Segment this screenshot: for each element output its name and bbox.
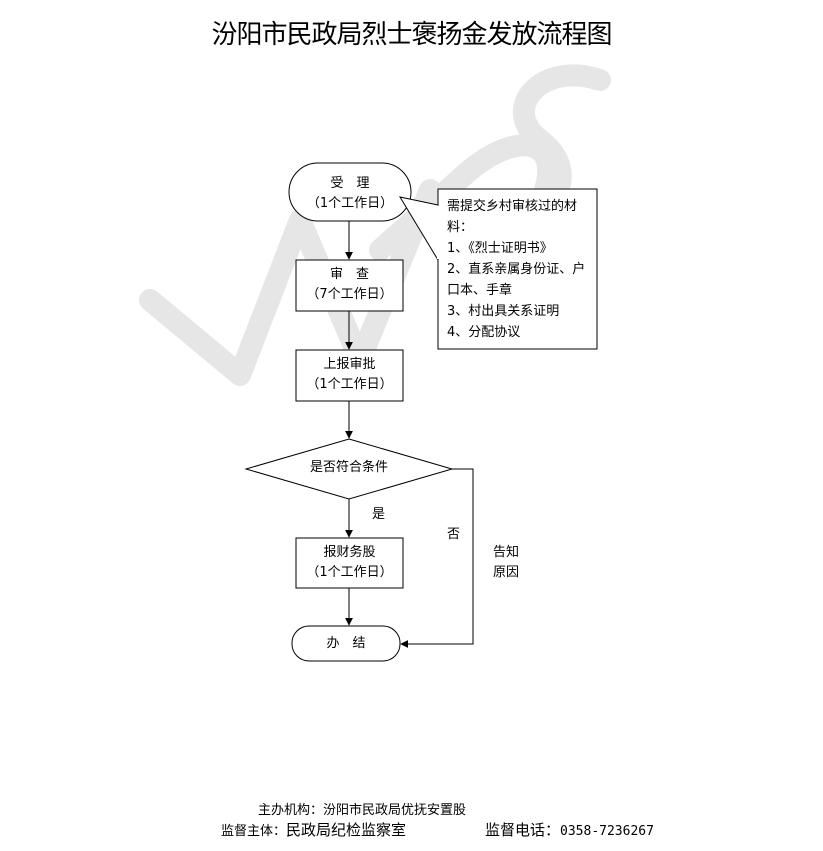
page-title: 汾阳市民政局烈士褒扬金发放流程图 [211,20,612,50]
branch-no-action-line2: 原因 [493,565,520,580]
note-line: 4、分配协议 [447,325,521,340]
step-report: 上报审批 （1个工作日） [296,355,403,395]
note-line: 1、《烈士证明书》 [447,241,553,256]
step-review-shape [295,259,404,312]
note-box [437,188,598,350]
step-done-label: 办 结 [326,636,366,651]
step-review: 审 查 （7个工作日） [296,265,403,305]
arrow-decision-no [400,468,474,648]
step-report-label: 上报审批 [323,357,376,372]
note-pointer [398,196,439,261]
step-finance-label: 报财务股 [323,545,376,560]
footer-supervisor-label: 监督主体： [221,824,287,839]
footer-phone-value: 0358-7236267 [560,824,654,839]
step-report-duration: （1个工作日） [306,377,393,392]
step-finance: 报财务股 （1个工作日） [296,543,403,583]
note-line: 需提交乡村审核过的材 [447,199,578,214]
footer-organizer: 主办机构：汾阳市民政局优抚安置股 [258,803,467,818]
note-line: 料： [447,220,474,235]
step-finance-duration: （1个工作日） [306,565,393,580]
branch-no-action-line1: 告知 [493,545,520,560]
step-accept-shape [288,162,412,222]
footer-supervisor: 监督主体：民政局纪检监察室 [221,819,406,840]
materials-note: 需提交乡村审核过的材 料： 1、《烈士证明书》 2、直系亲属身份证、户 口本、手… [447,196,593,343]
footer-supervisor-value: 民政局纪检监察室 [286,821,407,839]
step-decision-label: 是否符合条件 [309,460,388,475]
footer-phone: 监督电话：0358-7236267 [485,819,654,840]
step-done-shape [291,625,401,662]
note-line: 口本、手章 [447,283,513,298]
branch-yes-label: 是 [372,507,386,522]
step-review-label: 审 查 [329,267,369,282]
footer-phone-label: 监督电话： [485,821,561,839]
branch-no-label: 否 [447,527,461,542]
step-accept-label: 受 理 [330,176,370,191]
note-line: 3、村出具关系证明 [447,304,560,319]
step-accept-duration: （1个工作日） [306,196,394,211]
step-review-duration: （7个工作日） [306,287,393,302]
note-line: 2、直系亲属身份证、户 [447,262,586,277]
step-accept: 受 理 （1个工作日） [289,174,411,214]
branch-no-action: 告知 原因 [493,543,519,583]
